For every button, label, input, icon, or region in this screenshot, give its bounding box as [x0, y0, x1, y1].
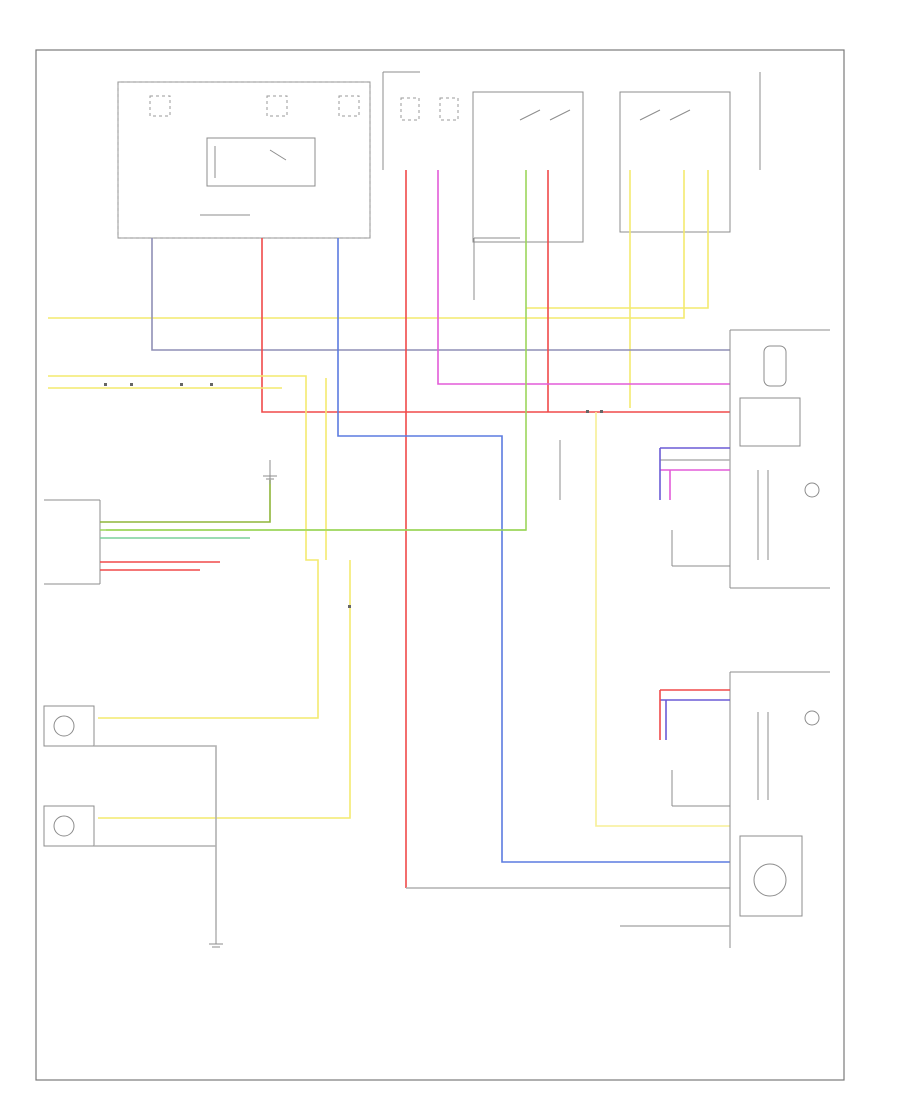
smart-junction-box	[117, 81, 371, 239]
left-front-fog-lamp	[43, 805, 95, 847]
wire-yellow-top-2	[526, 170, 709, 309]
right-front-fog-lamp	[43, 705, 95, 747]
wire-gray-blue	[151, 238, 730, 351]
wire-olive-1	[100, 480, 271, 523]
ground-bracket-top	[473, 237, 520, 300]
ground-symbol-bottom	[209, 930, 223, 948]
wire-gray-fog-ground	[94, 745, 217, 930]
battery-junction-box	[382, 71, 761, 243]
right-headlamp-assembly	[729, 671, 830, 948]
wire-blue	[337, 238, 730, 863]
wire-yellow-right-fog	[98, 560, 351, 819]
wire-pink	[437, 170, 730, 385]
ground-symbol-mid	[263, 460, 277, 484]
connector-splices	[104, 383, 603, 608]
wire-light-yellow	[595, 412, 730, 827]
shutter-solenoid-left	[671, 530, 730, 567]
diagram-frame	[35, 49, 845, 1081]
shutter-solenoid-right	[671, 770, 730, 807]
wire-yellow-top	[48, 170, 685, 319]
wire-yellow-left	[48, 375, 319, 719]
left-module-box	[44, 499, 101, 585]
wire-red-sjb	[261, 238, 730, 413]
left-headlamp-assembly	[729, 329, 830, 589]
